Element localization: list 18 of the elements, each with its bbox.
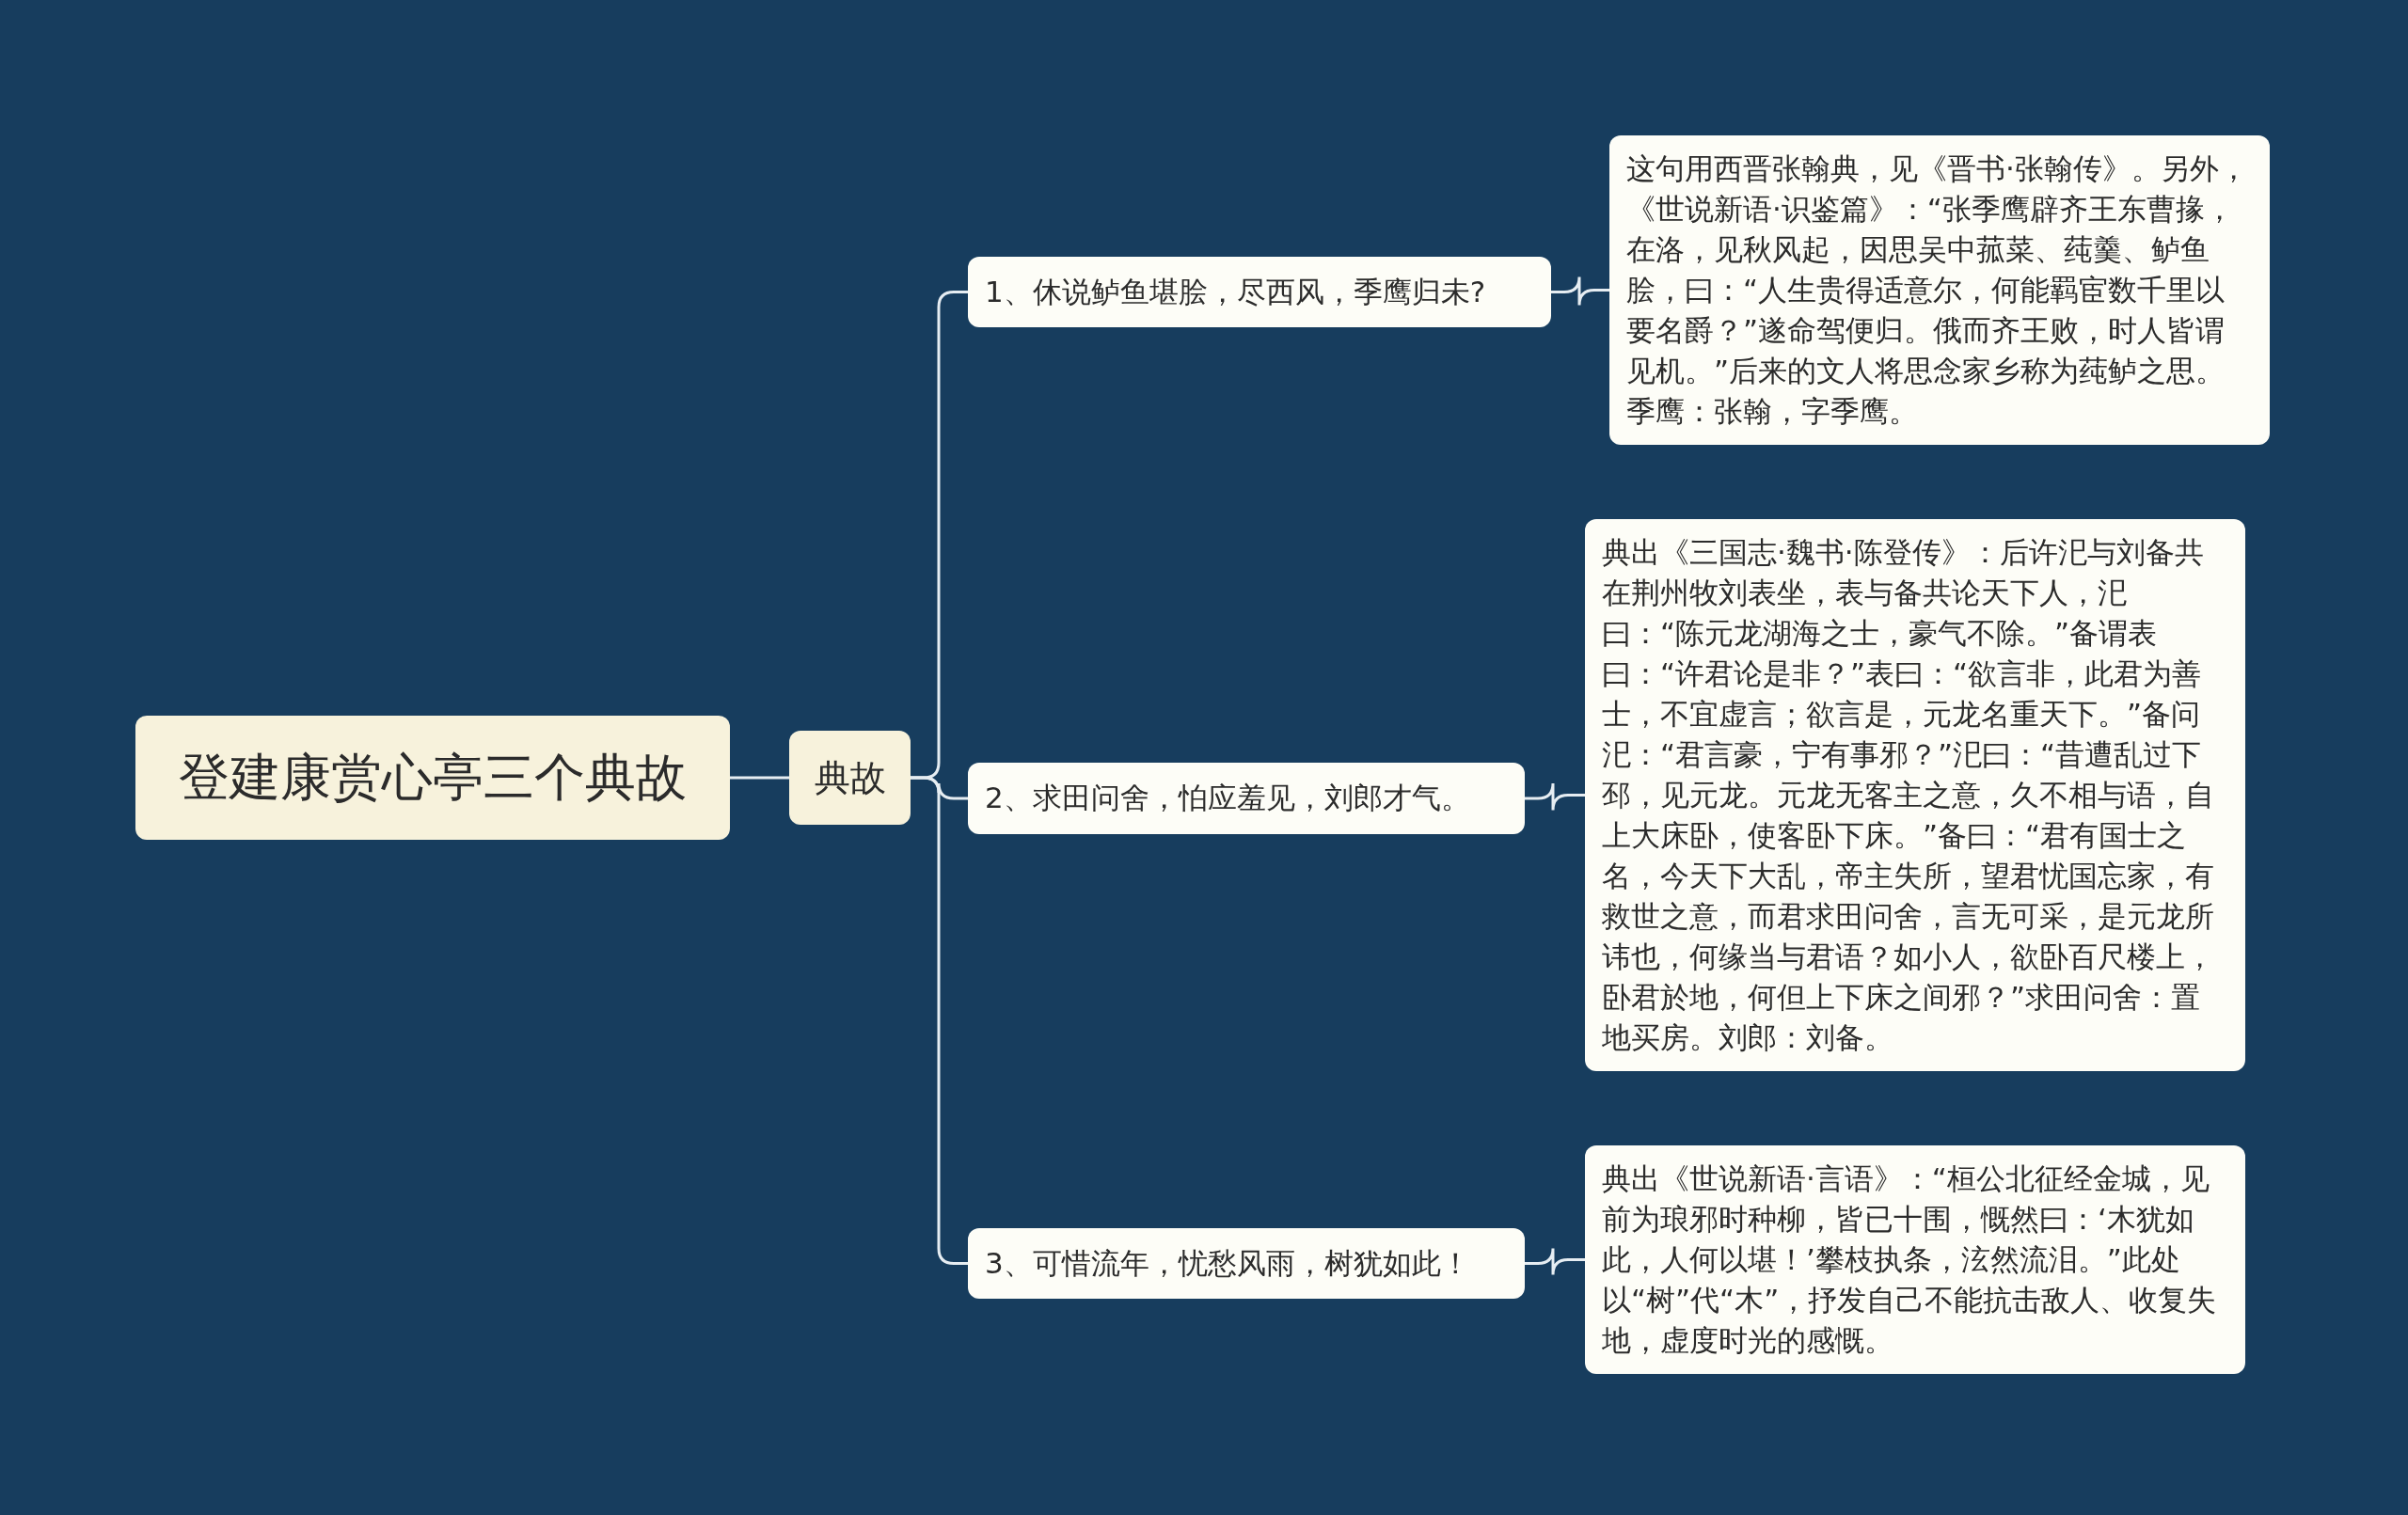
subtopic-box: [968, 257, 1551, 327]
connector-line: [1525, 1247, 1585, 1276]
note-text: 典出《世说新语·言语》：“桓公北征经金城，见前为琅邪时种柳，皆已十围，慨然曰：‘木犹如此，人何以堪！’攀枝执条，泫然流泪。”此处以“树”代“木”，抒发自己不能抗击敌人、收复失地，虚度时光的感慨。: [1602, 1160, 2218, 1359]
topic-label: 2、求田问舍，怕应羞见，刘郎才气。: [985, 780, 1470, 816]
root-topic-box: [135, 716, 730, 840]
subtopic-box: [968, 1228, 1525, 1299]
topic-label: 登建康赏心亭三个典故: [179, 746, 687, 809]
connector-line: [1551, 276, 1609, 307]
note-box: [1585, 1145, 2245, 1374]
connector-line: [1525, 781, 1585, 812]
topic-label: 典故: [814, 755, 886, 800]
branch-topic-box: [789, 731, 911, 825]
note-text: 典出《三国志·魏书·陈登传》：后许汜与刘备共在荆州牧刘表坐，表与备共论天下人，汜曰：“陈元龙湖海之士，豪气不除。”备谓表曰：“许君论是非？”表曰：“欲言非，此君为善士，不宜虚言；欲言是，元龙名重天下。”备问汜：“君言豪，宁有事邪？”汜曰：“昔遭乱过下邳，见元龙。元龙无客主之意，久不相与语，自上大床卧，使客卧下床。”备曰：“君有国士之名，今天下大乱，帝主失所，望君忧国忘家，有救世之意，而君求田问舍，言无可采，是元龙所讳也，何缘当与君语？如小人，欲卧百尺楼上，卧君於地，何但上下床之间邪？”求田问舍：置地买房。刘郎：刘备。: [1602, 534, 2215, 1056]
topic-label: 1、休说鲈鱼堪脍，尽西风，季鹰归未?: [985, 273, 1486, 310]
connector-line: [730, 776, 789, 780]
subtopic-box: [968, 763, 1525, 834]
note-text: 这句用西晋张翰典，见《晋书·张翰传》。另外，《世说新语·识鉴篇》：“张季鹰辟齐王东曹掾，在洛，见秋风起，因思吴中菰菜、莼羹、鲈鱼脍，曰：“人生贵得适意尔，何能羁宦数千里以要名爵？”遂命驾便归。俄而齐王败，时人皆谓见机。”后来的文人将思念家乡称为莼鲈之思。季鹰：张翰，字季鹰。: [1626, 150, 2249, 430]
topic-label: 3、可惜流年，忧愁风雨，树犹如此！: [985, 1244, 1470, 1282]
